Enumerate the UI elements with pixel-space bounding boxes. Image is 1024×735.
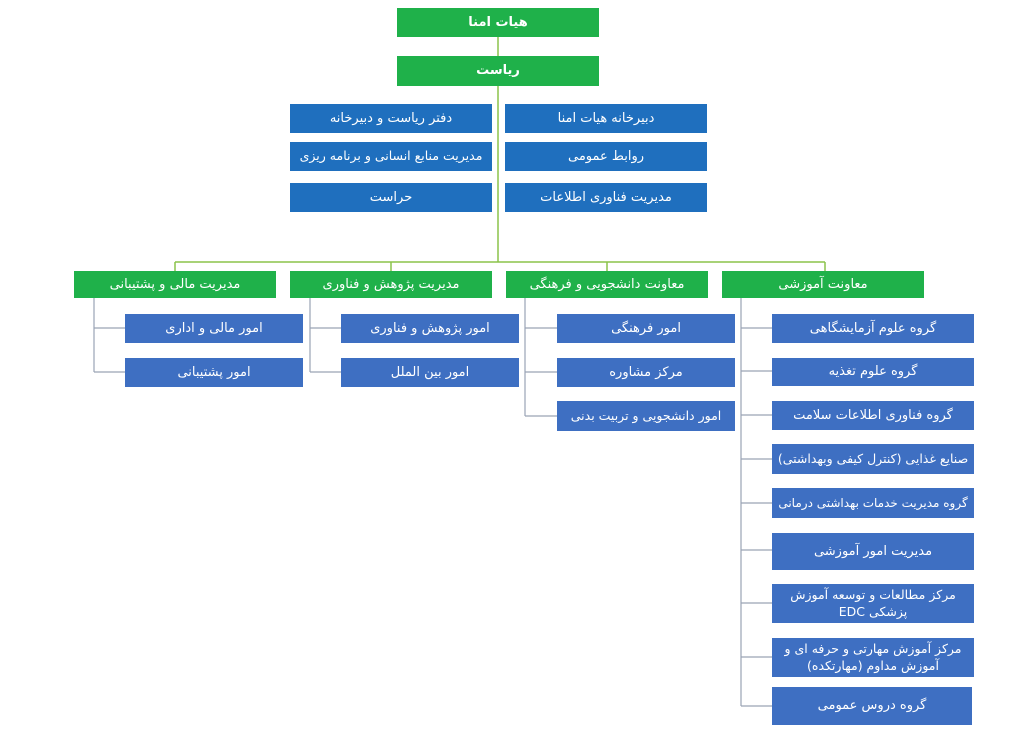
unit-box: گروه علوم آزمایشگاهی bbox=[772, 314, 974, 343]
presidency-box: ریاست bbox=[397, 56, 599, 86]
branch-header-box: معاونت دانشجویی و فرهنگی bbox=[506, 271, 708, 298]
unit-box: امور فرهنگی bbox=[557, 314, 735, 343]
staff-unit-box: دفتر ریاست و دبیرخانه bbox=[290, 104, 492, 133]
unit-box: گروه فناوری اطلاعات سلامت bbox=[772, 401, 974, 430]
unit-box: مرکز مشاوره bbox=[557, 358, 735, 387]
unit-box: گروه علوم تغذیه bbox=[772, 358, 974, 386]
branch-header-box: مدیریت مالی و پشتیبانی bbox=[74, 271, 276, 298]
unit-box: مرکز آموزش مهارتی و حرفه ای و آموزش مداو… bbox=[772, 638, 974, 677]
staff-unit-box: روابط عمومی bbox=[505, 142, 707, 171]
board-of-trustees-box: هیات امنا bbox=[397, 8, 599, 37]
staff-unit-box: حراست bbox=[290, 183, 492, 212]
branch-header-box: معاونت آموزشی bbox=[722, 271, 924, 298]
branch-header-box: مدیریت پژوهش و فناوری bbox=[290, 271, 492, 298]
unit-box: امور دانشجویی و تربیت بدنی bbox=[557, 401, 735, 431]
unit-box: امور پشتیبانی bbox=[125, 358, 303, 387]
unit-box: مرکز مطالعات و توسعه آموزش پزشکی EDC bbox=[772, 584, 974, 623]
staff-unit-box: دبیرخانه هیات امنا bbox=[505, 104, 707, 133]
staff-unit-box: مدیریت منابع انسانی و برنامه ریزی bbox=[290, 142, 492, 171]
unit-box: گروه دروس عمومی bbox=[772, 687, 972, 725]
unit-box: امور بین الملل bbox=[341, 358, 519, 387]
unit-box: گروه مدیریت خدمات بهداشتی درمانی bbox=[772, 488, 974, 518]
unit-box: مدیریت امور آموزشی bbox=[772, 533, 974, 570]
unit-box: صنایع غذایی (کنترل کیفی وبهداشتی) bbox=[772, 444, 974, 474]
unit-box: امور مالی و اداری bbox=[125, 314, 303, 343]
unit-box: امور پژوهش و فناوری bbox=[341, 314, 519, 343]
staff-unit-box: مدیریت فناوری اطلاعات bbox=[505, 183, 707, 212]
